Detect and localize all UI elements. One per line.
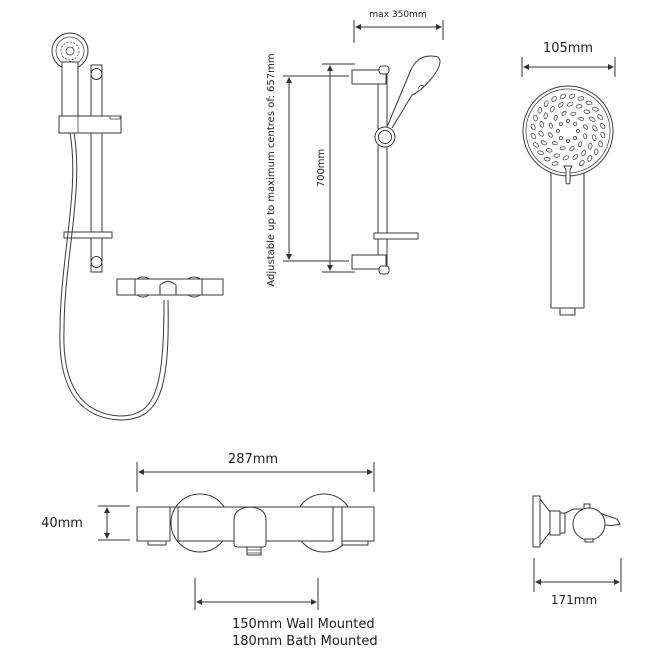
nozzle	[576, 129, 581, 134]
nozzle	[548, 122, 553, 129]
handset-front-view: 105mm	[521, 41, 616, 316]
nozzle	[551, 161, 559, 166]
nozzle	[547, 132, 553, 138]
nozzle	[577, 96, 585, 101]
rail-drawing	[351, 55, 441, 275]
nozzle	[568, 93, 576, 99]
adjustable-centres-label: Adjustable up to maximum centres of: 657…	[266, 53, 277, 286]
nozzle	[592, 106, 599, 112]
nozzle	[589, 116, 596, 122]
nozzle	[592, 125, 598, 132]
nozzle	[578, 141, 583, 148]
nozzle	[569, 146, 575, 152]
nozzle	[581, 149, 587, 157]
valve-height-dimension: 40mm	[41, 505, 130, 541]
assembly-hose	[59, 132, 169, 421]
nozzle	[583, 133, 588, 140]
nozzle	[598, 140, 603, 148]
nozzle	[579, 160, 585, 167]
assembly-rail	[58, 64, 122, 273]
nozzle	[587, 155, 593, 162]
nozzle	[559, 146, 566, 151]
nozzle	[588, 142, 593, 150]
handset-width-dimension: 105mm	[521, 41, 616, 77]
handset-width-label: 105mm	[543, 41, 593, 56]
nozzle	[562, 155, 570, 161]
nozzle	[575, 104, 583, 109]
nozzle	[572, 154, 579, 160]
nozzle	[551, 141, 558, 146]
nozzle	[600, 131, 606, 139]
nozzle	[553, 114, 558, 121]
nozzle	[573, 121, 578, 126]
nozzle	[549, 105, 555, 113]
nozzle	[545, 148, 553, 153]
nozzle	[543, 112, 548, 120]
nozzle	[530, 123, 536, 131]
nozzle	[578, 116, 585, 121]
valve-depth-dimension: 171mm	[533, 558, 622, 607]
nozzle	[543, 100, 549, 107]
nozzle	[583, 124, 589, 130]
nozzle	[573, 136, 578, 141]
nozzle	[558, 136, 563, 141]
centres-label-wall: 150mm Wall Mounted	[232, 617, 375, 632]
nozzle	[566, 118, 571, 123]
nozzle	[585, 100, 593, 106]
valve-centres-dimension: 150mm Wall Mounted 180mm Bath Mounted	[194, 578, 378, 649]
nozzle	[537, 106, 543, 114]
nozzle	[538, 130, 544, 137]
valve-side-view: 171mm	[532, 495, 622, 607]
projection-label: max 350mm	[369, 10, 426, 20]
adjustable-centres-dimension: Adjustable up to maximum centres of: 657…	[266, 53, 349, 287]
valve-height-label: 40mm	[41, 516, 83, 531]
nozzle	[540, 140, 547, 146]
spray-nozzles	[530, 93, 606, 167]
assembly-view	[51, 32, 224, 421]
valve-front-view: 287mm 40mm 150mm Wall Mou	[41, 452, 378, 649]
nozzle	[583, 109, 591, 114]
nozzle	[570, 111, 577, 116]
nozzle	[559, 93, 566, 100]
nozzle	[532, 142, 539, 148]
valve-side-drawing	[532, 495, 621, 548]
nozzle	[530, 133, 537, 140]
nozzle	[593, 148, 599, 156]
nozzle	[566, 101, 574, 107]
nozzle	[599, 122, 606, 129]
assembly-handset	[51, 32, 89, 118]
valve-depth-label: 171mm	[551, 593, 597, 607]
nozzle	[553, 153, 561, 158]
rail-length-label: 700mm	[316, 149, 327, 188]
valve-width-label: 287mm	[228, 452, 278, 467]
projection-dimension: max 350mm	[353, 10, 444, 43]
assembly-bar-valve	[116, 276, 224, 298]
nozzle	[591, 134, 597, 142]
rail-length-dimension: 700mm	[316, 63, 355, 273]
handset-drawing	[522, 85, 614, 316]
nozzle	[555, 128, 560, 133]
nozzle	[597, 114, 604, 120]
nozzle	[565, 139, 570, 144]
nozzle	[539, 120, 545, 128]
nozzle	[533, 114, 538, 122]
nozzle	[557, 102, 564, 108]
nozzle	[558, 121, 563, 126]
nozzle	[561, 110, 567, 116]
valve-drawing	[136, 493, 375, 556]
nozzle	[551, 95, 557, 102]
rail-side-view: max 350mm 700mm Adjustable up to maximum…	[266, 10, 444, 287]
nozzle	[537, 150, 544, 156]
centres-label-bath: 180mm Bath Mounted	[232, 634, 378, 649]
nozzle	[543, 156, 551, 162]
valve-width-dimension: 287mm	[136, 452, 375, 492]
